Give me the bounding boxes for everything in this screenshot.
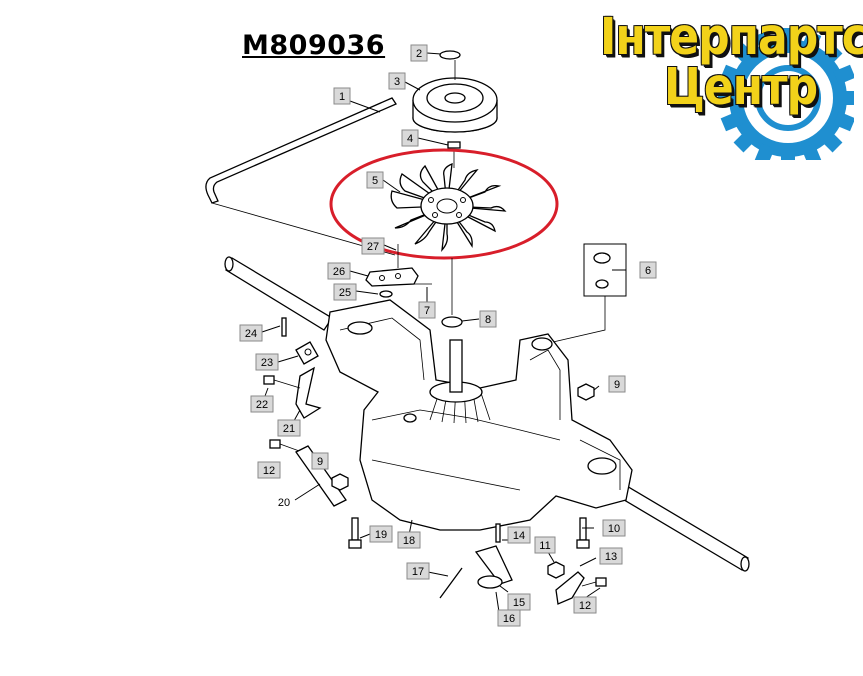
part-number-title: M809036 [242,30,386,61]
svg-text:6: 6 [645,265,651,277]
key-part-4 [447,141,461,168]
svg-text:23: 23 [261,357,273,369]
svg-text:22: 22 [256,399,268,411]
svg-text:13: 13 [605,551,617,563]
svg-text:1: 1 [339,91,345,103]
callout-1: 1 [333,87,351,105]
arm-part-21 [295,366,322,419]
bolt-part-12-left [269,439,303,453]
fan-part-5 [390,162,507,252]
svg-text:18: 18 [403,535,415,547]
bolt-part-10 [576,517,590,549]
fan-highlight-ellipse [329,148,559,260]
logo-text-line2: Центр [664,58,818,117]
callout-6: 6 [639,261,657,279]
callout-10: 10 [602,519,626,537]
bracket-part-26 [365,244,419,298]
company-logo: Інтерпартс Центр [596,8,863,160]
callout-14: 14 [507,526,531,544]
svg-text:8: 8 [485,314,491,326]
svg-text:16: 16 [503,613,515,625]
callout-4: 4 [401,129,419,147]
svg-text:4: 4 [407,133,413,145]
callout-27: 27 [361,237,385,255]
lever-part-15 [474,545,513,589]
svg-text:14: 14 [513,530,525,542]
callout-15: 15 [507,593,531,611]
nut-part-11 [547,561,565,579]
svg-text:12: 12 [263,465,275,477]
nut-part-9-right [577,383,595,401]
callout-5: 5 [366,171,384,189]
svg-text:20: 20 [278,497,290,509]
callout-7: 7 [418,301,436,319]
callout-8: 8 [479,310,497,328]
pin-part-24 [281,317,287,337]
bolt-part-22 [263,375,301,389]
svg-text:11: 11 [539,540,550,552]
lever-part-23 [295,341,319,365]
svg-text:12: 12 [579,600,591,612]
callout-9-right: 9 [608,375,626,393]
link-part-20 [295,445,347,507]
callout-25: 25 [333,283,357,301]
bolt-part-19 [348,517,362,549]
callout-3: 3 [388,72,406,90]
gear-icon [718,28,854,160]
callout-22: 22 [250,395,274,413]
bracket-part-13 [555,571,585,605]
svg-text:5: 5 [372,175,378,187]
svg-text:24: 24 [245,328,257,340]
ring-part-8 [441,258,463,328]
callout-2: 2 [410,44,428,62]
bolt-part-12-right [581,577,607,587]
svg-text:27: 27 [367,241,379,253]
left-axle [224,256,333,331]
svg-text:10: 10 [608,523,620,535]
callout-16: 16 [497,609,521,627]
svg-text:21: 21 [283,423,295,435]
nut-part-9-left [331,473,349,491]
svg-text:25: 25 [339,287,351,299]
vent-cap-part-6 [539,243,627,346]
pin-part-14 [495,523,501,543]
callout-23: 23 [255,353,279,371]
callout-9-left: 9 [311,452,329,470]
svg-text:3: 3 [394,76,400,88]
callout-21: 21 [277,419,301,437]
svg-text:19: 19 [375,529,387,541]
svg-text:15: 15 [513,597,525,609]
retaining-ring-part-2 [439,50,461,60]
callout-17: 17 [406,562,430,580]
pulley-part-3 [412,60,498,133]
callout-11: 11 [534,536,556,554]
callout-20: 20 [278,497,290,509]
pin-part-17 [439,567,463,599]
svg-text:7: 7 [424,305,430,317]
callout-13: 13 [599,547,623,565]
logo-text-line1: Інтерпартс [600,8,863,67]
callout-24: 24 [239,324,263,342]
svg-text:26: 26 [333,266,345,278]
svg-text:2: 2 [416,48,422,60]
leader-lines [261,52,626,613]
callout-18: 18 [397,531,421,549]
callout-19: 19 [369,525,393,543]
svg-text:17: 17 [412,566,424,578]
callout-12-left: 12 [257,461,281,479]
callout-12-right: 12 [573,596,597,614]
svg-text:9: 9 [614,379,620,391]
callout-26: 26 [327,262,351,280]
svg-text:9: 9 [317,456,323,468]
transmission-housing-part-18 [325,299,633,531]
